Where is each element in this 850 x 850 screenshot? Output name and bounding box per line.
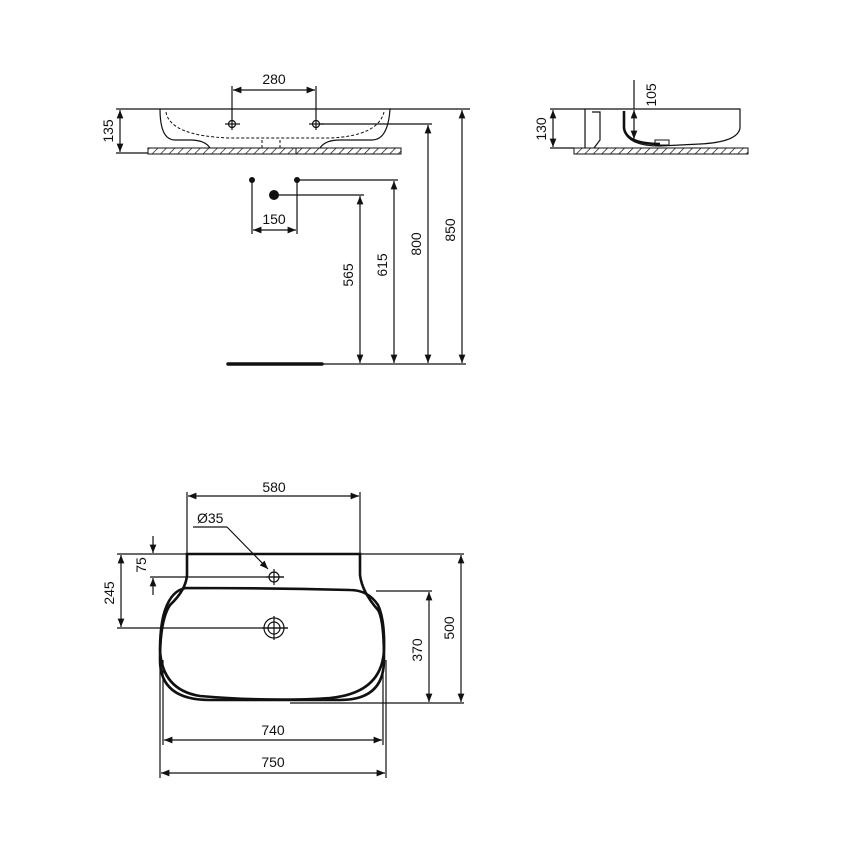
dim-615: 615 (374, 253, 390, 277)
bowl-outline (158, 586, 386, 701)
dim-580: 580 (262, 479, 286, 495)
countertop-left (147, 147, 297, 155)
dim-150: 150 (262, 211, 286, 227)
dim-750: 750 (261, 754, 285, 770)
dim-130: 130 (533, 117, 549, 141)
basin-outline (159, 108, 391, 149)
countertop-side (573, 147, 749, 155)
dim-850: 850 (442, 218, 458, 242)
countertop-right (295, 147, 402, 155)
bowl-hidden-line (165, 111, 385, 139)
dim-500: 500 (441, 616, 457, 640)
dim-105: 105 (643, 83, 659, 107)
dim-565: 565 (340, 263, 356, 287)
dim-diameter-35: Ø35 (197, 510, 224, 526)
dim-280: 280 (262, 71, 286, 87)
dim-800: 800 (408, 232, 424, 256)
dim-740: 740 (261, 722, 285, 738)
plan-view: 580 Ø35 75 245 370 500 740 750 (101, 479, 465, 778)
front-view: 280 135 150 565 615 800 850 (100, 71, 470, 366)
side-view: 105 130 (533, 80, 749, 155)
side-basin-outline (584, 108, 741, 149)
dim-245: 245 (101, 581, 117, 605)
dim-75: 75 (133, 557, 149, 573)
dim-370: 370 (409, 638, 425, 662)
dim-135: 135 (100, 119, 116, 143)
